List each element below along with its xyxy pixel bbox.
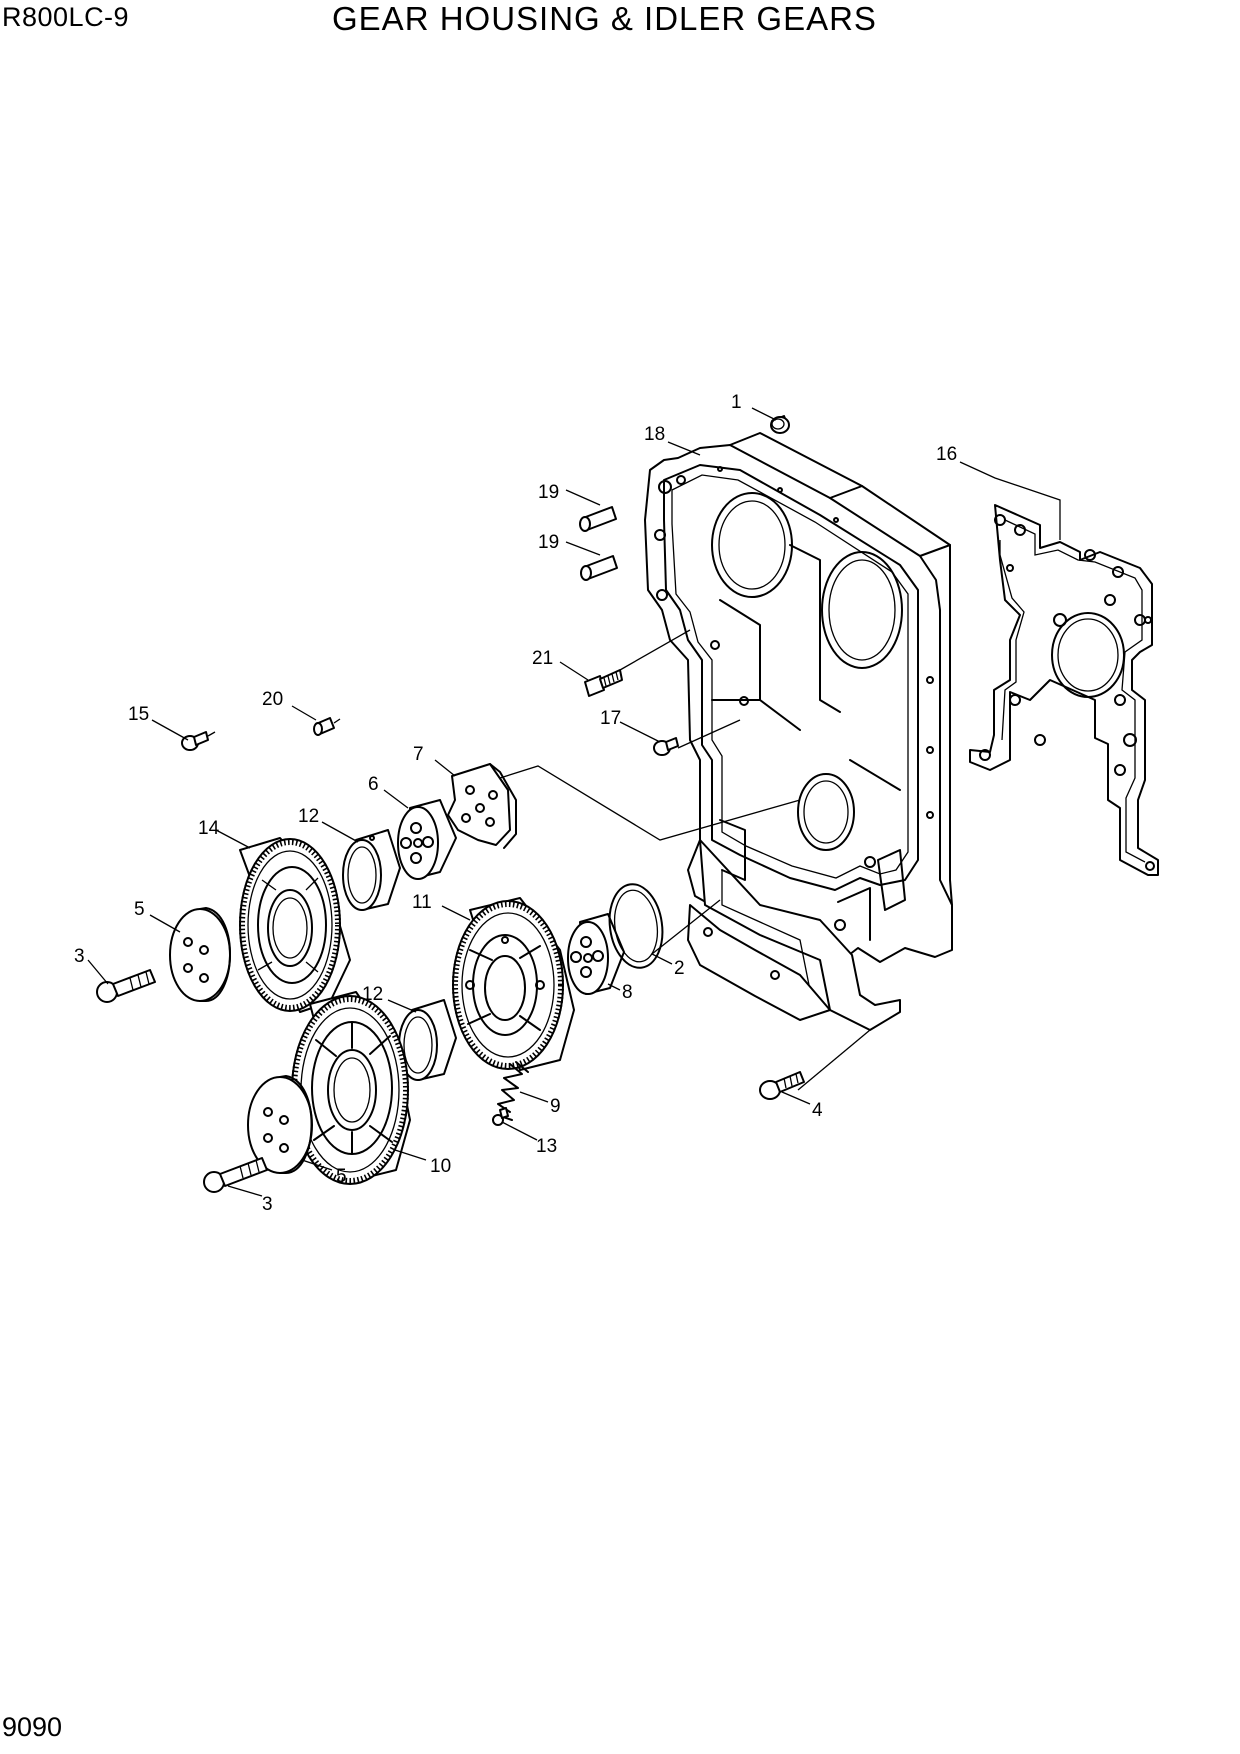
hub-part-6: [397, 799, 457, 880]
idler-gear-part-14: [239, 837, 351, 1013]
gear-housing: [644, 432, 953, 1031]
hub-part-8: [567, 913, 625, 995]
callout-17: 17: [600, 708, 621, 729]
callout-16: 16: [936, 444, 957, 465]
callout-21: 21: [532, 648, 553, 669]
gasket: [969, 504, 1159, 876]
bushing-part-12-upper: [342, 829, 401, 911]
pin-part-20: [313, 717, 341, 736]
dowel-pin-part-19-lower: [580, 555, 618, 581]
bolt-part-4: [759, 1071, 805, 1100]
callout-10: 10: [430, 1156, 451, 1177]
page-number: 9090: [2, 1712, 63, 1742]
washer-part-5-lower: [247, 1075, 313, 1174]
callout-12-lower: 12: [362, 984, 383, 1005]
callout-11: 11: [412, 892, 432, 913]
callout-2: 2: [674, 958, 685, 979]
callout-6: 6: [368, 774, 379, 795]
callout-13: 13: [536, 1136, 557, 1157]
callout-3-lower: 3: [262, 1194, 273, 1215]
callout-5-lower: 5: [336, 1166, 347, 1187]
callout-19-upper: 19: [538, 482, 559, 503]
bolt-part-15: [181, 731, 216, 751]
idler-gear-part-10: [291, 991, 411, 1185]
callout-20: 20: [262, 689, 283, 710]
dowel-pin-part-19-upper: [579, 506, 617, 532]
callout-18: 18: [644, 424, 665, 445]
leader-lines: [87, 407, 1061, 1197]
page-title: GEAR HOUSING & IDLER GEARS: [332, 0, 877, 37]
callout-14: 14: [198, 818, 220, 839]
callout-labels: 1 18 16 19 19 21 20 15 17 7 6 12 14 11 5…: [74, 392, 957, 1215]
callout-4: 4: [812, 1100, 823, 1121]
bolt-part-17: [653, 737, 679, 756]
o-ring-part-2: [608, 883, 664, 969]
bolt-part-21: [584, 669, 623, 697]
callout-7: 7: [413, 744, 424, 765]
bolt-part-3-lower: [203, 1157, 268, 1193]
thrust-plate-part-7: [447, 763, 517, 849]
callout-12-upper: 12: [298, 806, 319, 827]
callout-5-upper: 5: [134, 899, 145, 920]
callout-9: 9: [550, 1096, 561, 1117]
callout-19-lower: 19: [538, 532, 559, 553]
bolt-part-3-upper: [96, 969, 156, 1003]
washer-part-5-upper: [169, 907, 231, 1002]
callout-15: 15: [128, 704, 149, 725]
callout-8: 8: [622, 982, 633, 1003]
model-code: R800LC-9: [2, 2, 130, 32]
callout-1: 1: [731, 392, 742, 413]
bushing-part-12-lower: [398, 999, 457, 1081]
callout-3-upper: 3: [74, 946, 85, 967]
idler-gear-part-11: [452, 897, 575, 1071]
screw-part-13: [492, 1107, 509, 1126]
